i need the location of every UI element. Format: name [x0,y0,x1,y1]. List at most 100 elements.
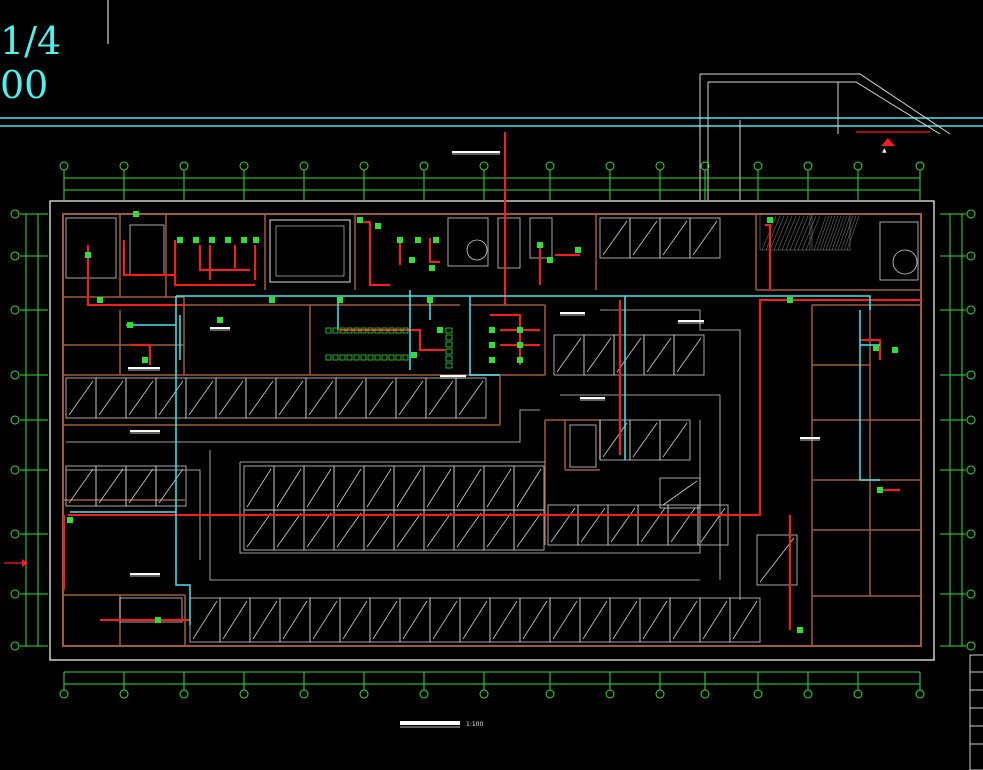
hydrant-main-pipes [70,290,880,625]
parking-bay-stroke [246,468,272,508]
parking-bay-stroke [456,468,482,508]
sprinkler-head-icon [346,354,353,361]
parking-bay-stroke [248,380,274,416]
fire-hydrant-icon [269,297,275,303]
entrance-arrow-icon [4,559,28,567]
parking-bay-stroke [368,380,394,416]
axis-bubble-icon [10,415,20,425]
parking-bay-stroke [98,380,124,416]
axis-grid-right [940,209,976,651]
fire-hydrant-icon [241,237,247,243]
leader-label-bar [452,151,500,153]
axis-bubble-icon [605,689,615,699]
parking-bay-stroke [276,468,302,508]
axis-bubble-icon [966,251,976,261]
fire-hydrant-icon [427,297,433,303]
sprinkler-head-icon [332,327,339,334]
parking-bay-stroke [426,512,452,548]
axis-bubble-icon [966,209,976,219]
sprinkler-head-icon [395,327,402,334]
parking-bay-stroke [158,468,184,504]
fire-hydrant-icon [209,237,215,243]
fire-hydrant-icon [225,237,231,243]
fire-hydrant-icon [892,347,898,353]
parking-bay-stroke [372,600,398,640]
parking-bay-stroke [640,507,666,543]
sprinkler-main-pipes [63,132,921,630]
hatch-line [801,215,817,251]
fire-hydrant-icon [489,342,495,348]
fire-hydrant-icon [575,247,581,253]
hatch-line [777,215,793,251]
axis-bubble-icon [966,465,976,475]
parking-bay-stroke [672,600,698,640]
axis-bubble-icon [803,161,813,171]
hatch-line [813,215,827,251]
parking-bay-stroke [486,468,512,508]
annotation-leaders [128,151,820,577]
axis-bubble-icon [10,251,20,261]
sprinkler-head-icon [374,354,381,361]
fire-hydrant-icon [433,237,439,243]
fire-hydrant-icon [217,317,223,323]
parking-bay-stroke [306,468,332,508]
parking-bay-stroke [188,380,214,416]
parking-bay-stroke [366,468,392,508]
axis-bubble-icon [853,161,863,171]
fire-hydrant-icon [411,352,417,358]
parking-bay-stroke [396,512,422,548]
parking-bay-stroke [602,422,628,458]
fire-hydrant-icon [253,237,259,243]
axis-bubble-icon [966,641,976,651]
leader-label-bar [580,397,605,399]
sprinkler-head-icon [339,354,346,361]
building-wall [62,213,922,647]
sprinkler-head-icon [346,327,353,334]
parking-bay-stroke [556,337,582,373]
axis-bubble-icon [700,161,710,171]
axis-bubble-icon [119,161,129,171]
axis-grid-bottom [59,671,925,699]
svg-text:▲: ▲ [882,147,887,154]
sprinkler-head-icon [402,354,409,361]
sprinkler-head-icon [367,354,374,361]
parking-bay-stroke [128,468,154,504]
fire-hydrant-icon [409,257,415,263]
parking-bay-stroke [282,600,308,640]
axis-bubble-icon [239,689,249,699]
parking-bay-stroke [662,480,698,506]
hatch-line [846,215,860,251]
sprinkler-head-icon [402,327,409,334]
axis-bubble-icon [239,161,249,171]
fire-hydrant-icon [415,237,421,243]
parking-bay-icon [513,509,545,551]
parking-bay-stroke [402,600,428,640]
axis-bubble-icon [10,641,20,651]
parking-bay-stroke [336,468,362,508]
hatch-line [822,215,836,251]
parking-bay-stroke [586,337,612,373]
parking-bays [65,217,798,643]
fire-hydrant-icon [767,217,773,223]
parking-bay-icon [659,477,701,509]
hatch-line [837,215,851,251]
fire-hydrant-icon [177,237,183,243]
title-separator [0,117,983,127]
fire-hydrant-icon [787,297,793,303]
axis-bubble-icon [359,161,369,171]
axis-bubble-icon [359,689,369,699]
parking-bay-stroke [632,422,658,458]
svg-text:1:100: 1:100 [466,721,483,728]
axis-bubble-icon [10,529,20,539]
parking-bay-stroke [128,380,154,416]
parking-bay-stroke [432,600,458,640]
fire-hydrant-icon [877,487,883,493]
axis-bubble-icon [119,689,129,699]
axis-bubble-icon [299,161,309,171]
sprinkler-head-icon [395,354,402,361]
parking-bay-stroke [342,600,368,640]
parking-bay-stroke [336,512,362,548]
hatch-line [773,215,789,251]
parking-bay-stroke [306,512,332,548]
